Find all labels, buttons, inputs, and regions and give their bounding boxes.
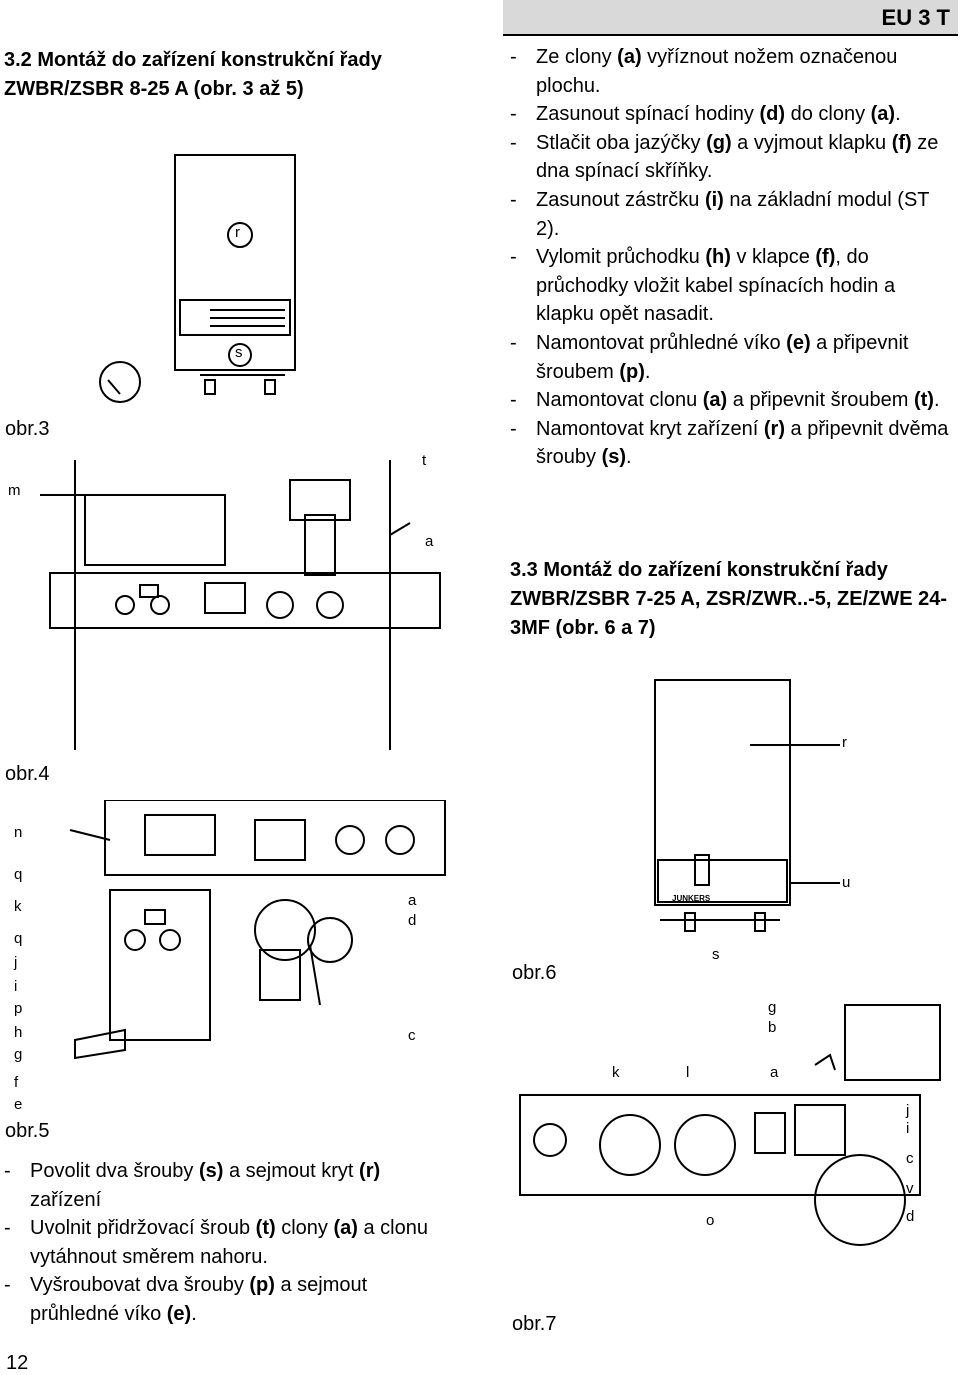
obr5-label-column: n q k q j i p h g f e — [14, 822, 34, 1116]
step-right-7: Namontovat clonu (a) a připevnit šroubem… — [510, 386, 955, 415]
figure-obr3 — [80, 150, 300, 410]
steps-left-list: Povolit dva šrouby (s) a sejmout kryt (r… — [4, 1157, 454, 1329]
obr4-label-t: t — [422, 452, 427, 469]
obr6-label-r: r — [842, 734, 847, 751]
obr4-caption: obr.4 — [5, 763, 50, 785]
obr7-label-d: d — [906, 1208, 915, 1225]
document-code: EU 3 T — [881, 5, 950, 30]
obr5-label: h — [14, 1024, 23, 1041]
obr7-label-o: o — [706, 1212, 715, 1229]
figure-obr4 — [40, 455, 460, 755]
obr7-label-k: k — [612, 1064, 620, 1081]
obr5-label: f — [14, 1074, 19, 1091]
obr7-label-g: g — [768, 999, 777, 1016]
obr3-label-r: r — [235, 224, 240, 241]
steps-right-list: Ze clony (a) vyříznout nožem označenou p… — [510, 43, 955, 472]
junkers-logo: JUNKERS — [672, 894, 711, 903]
step-left-3: Vyšroubovat dva šrouby (p) a sejmout prů… — [4, 1271, 454, 1328]
obr6-label-s: s — [712, 946, 720, 963]
page-number: 12 — [6, 1352, 29, 1374]
obr5-label: p — [14, 1000, 23, 1017]
obr4-label-m: m — [8, 482, 21, 499]
obr7-label-a: a — [770, 1064, 779, 1081]
obr3-caption: obr.3 — [5, 418, 50, 440]
step-left-2: Uvolnit přidržovací šroub (t) clony (a) … — [4, 1214, 454, 1271]
obr7-label-i: i — [906, 1120, 910, 1137]
step-right-3: Stlačit oba jazýčky (g) a vyjmout klapku… — [510, 129, 955, 186]
obr3-label-s: s — [235, 344, 243, 361]
obr5-label: j — [14, 954, 18, 971]
obr6-caption: obr.6 — [512, 962, 557, 984]
figure-obr5 — [30, 800, 450, 1090]
obr7-caption: obr.7 — [512, 1313, 557, 1335]
obr7-label-b: b — [768, 1019, 777, 1036]
obr5-label: k — [14, 898, 22, 915]
obr6-label-u: u — [842, 874, 851, 891]
obr5-label-c: c — [408, 1027, 416, 1044]
obr5-caption: obr.5 — [5, 1120, 50, 1142]
obr7-label-c: c — [906, 1150, 914, 1167]
obr5-label: q — [14, 866, 23, 883]
step-right-1: Ze clony (a) vyříznout nožem označenou p… — [510, 43, 955, 100]
step-left-1: Povolit dva šrouby (s) a sejmout kryt (r… — [4, 1157, 454, 1214]
obr4-label-a: a — [425, 533, 434, 550]
step-right-2: Zasunout spínací hodiny (d) do clony (a)… — [510, 100, 955, 129]
step-right-5: Vylomit průchodku (h) v klapce (f), do p… — [510, 243, 955, 329]
header-bar: EU 3 T — [503, 0, 958, 36]
obr5-label: g — [14, 1046, 23, 1063]
step-right-4: Zasunout zástrčku (i) na základní modul … — [510, 186, 955, 243]
step-right-6: Namontovat průhledné víko (e) a připevni… — [510, 329, 955, 386]
obr7-label-j: j — [906, 1102, 910, 1119]
obr5-label: n — [14, 824, 23, 841]
obr7-label-l: l — [686, 1064, 690, 1081]
step-right-8: Namontovat kryt zařízení (r) a připevnit… — [510, 415, 955, 472]
figure-obr6 — [640, 675, 870, 955]
obr5-label: i — [14, 978, 18, 995]
obr5-label: q — [14, 930, 23, 947]
obr7-label-v: v — [906, 1180, 914, 1197]
obr5-label-d: d — [408, 912, 417, 929]
section-3-3-title: 3.3 Montáž do zařízení konstrukční řady … — [510, 559, 948, 639]
section-3-2-title: 3.2 Montáž do zařízení konstrukční řady … — [4, 49, 382, 100]
figure-obr7 — [515, 995, 955, 1255]
obr5-label: e — [14, 1096, 23, 1113]
obr5-label-a: a — [408, 892, 417, 909]
